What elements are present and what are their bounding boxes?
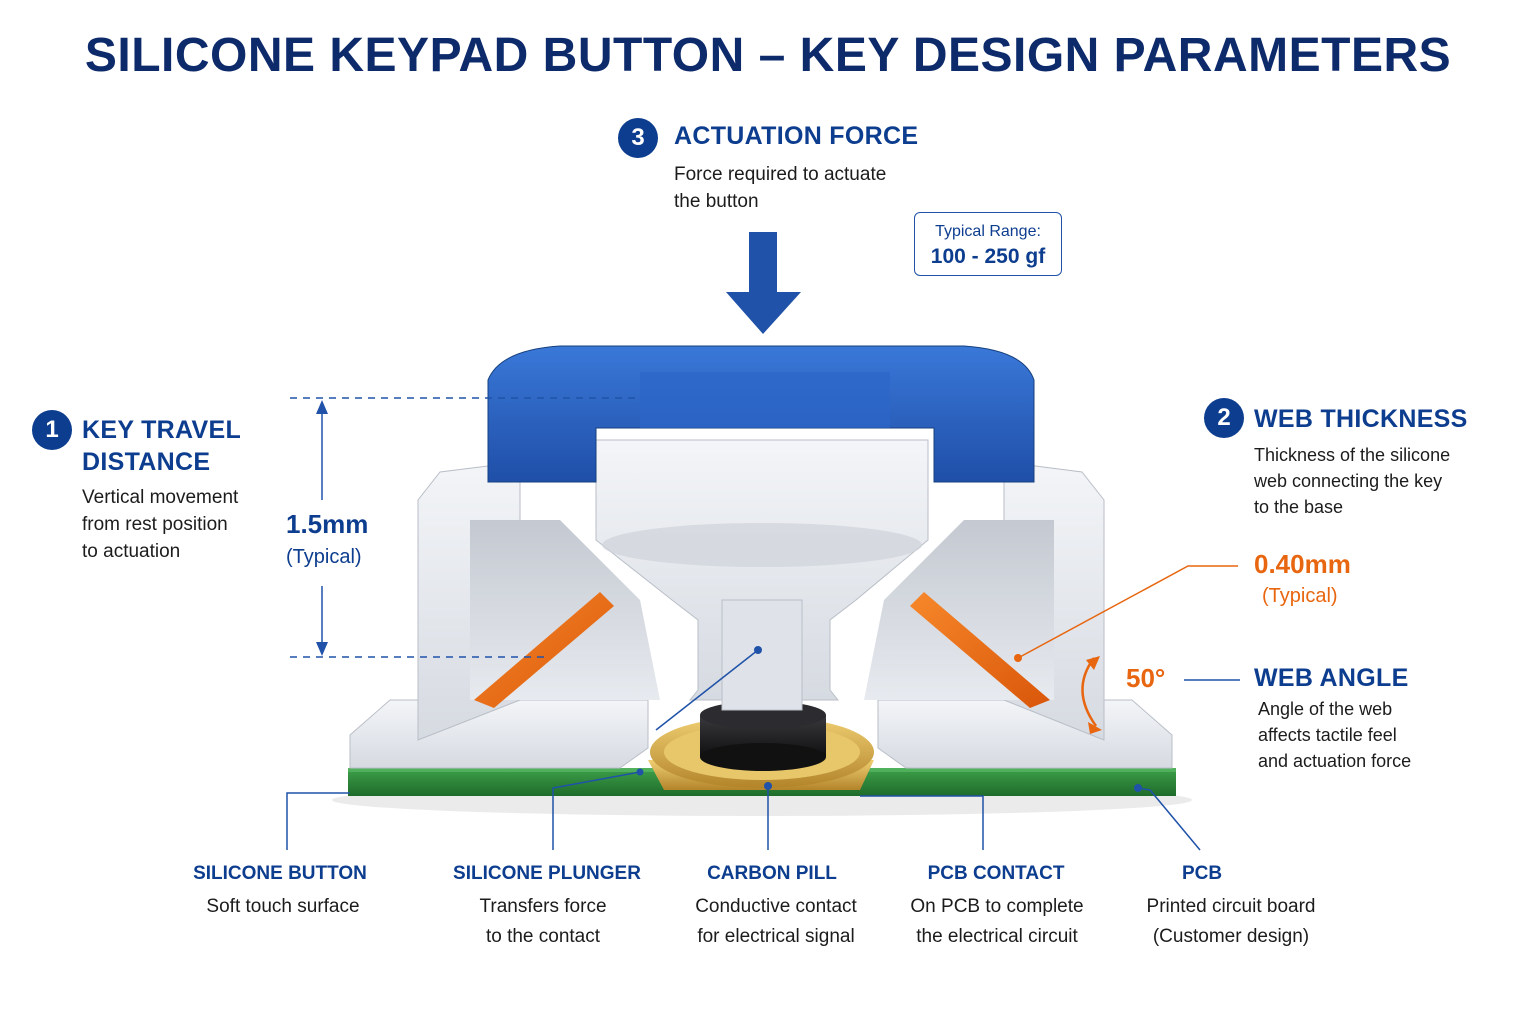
actuation-force-description: Force required to actuate the button (674, 164, 887, 212)
web-angle-arc (1081, 656, 1240, 734)
actuation-force-heading: ACTUATION FORCE (674, 122, 919, 150)
actuation-range-box: Typical Range: 100 - 250 gf (914, 212, 1062, 276)
web-angle-value: 50° (1126, 663, 1166, 693)
actuation-arrow-icon (726, 232, 801, 334)
part-desc-silicone-button: Soft touch surface (206, 896, 360, 917)
part-name-pcb-contact: PCB CONTACT (927, 863, 1065, 884)
part-name-silicone-plunger: SILICONE PLUNGER (453, 863, 641, 884)
part-desc-silicone-plunger: Transfers force to the contact (479, 896, 607, 947)
web-thickness-leader (1014, 565, 1238, 662)
silicone-button-body (349, 439, 1173, 769)
web-angle-heading: WEB ANGLE (1254, 664, 1409, 692)
range-label: Typical Range: (935, 223, 1041, 240)
web-thickness-value: 0.40mm (1254, 549, 1351, 579)
carbon-pill (700, 701, 826, 771)
part-desc-carbon-pill: Conductive contact for electrical signal (695, 896, 857, 947)
key-travel-note: (Typical) (286, 546, 362, 568)
web-thickness-heading: WEB THICKNESS (1254, 405, 1468, 433)
key-travel-description: Vertical movement from rest position to … (82, 487, 239, 562)
silicone-web (474, 592, 1050, 708)
part-desc-pcb-contact: On PCB to complete the electrical circui… (910, 896, 1084, 947)
key-travel-value: 1.5mm (286, 509, 369, 539)
parameter-3-badge: 3 (618, 118, 658, 158)
key-travel-dimension (290, 397, 636, 658)
keycap (487, 345, 1035, 483)
part-name-carbon-pill: CARBON PILL (707, 863, 837, 884)
web-angle-description: Angle of the web affects tactile feel an… (1258, 699, 1412, 771)
web-thickness-note: (Typical) (1262, 585, 1338, 607)
part-name-silicone-button: SILICONE BUTTON (193, 863, 367, 884)
parameter-1-badge: 1 (32, 410, 72, 450)
web-thickness-description: Thickness of the silicone web connecting… (1254, 445, 1451, 517)
range-value: 100 - 250 gf (930, 245, 1046, 268)
key-travel-heading: KEY TRAVEL DISTANCE (82, 416, 242, 476)
page-title: SILICONE KEYPAD BUTTON – KEY DESIGN PARA… (84, 29, 1452, 82)
part-desc-pcb: Printed circuit board (Customer design) (1146, 896, 1316, 947)
part-name-pcb: PCB (1181, 863, 1223, 884)
part-leader-lines (286, 646, 1201, 851)
parameter-2-badge: 2 (1204, 398, 1244, 438)
